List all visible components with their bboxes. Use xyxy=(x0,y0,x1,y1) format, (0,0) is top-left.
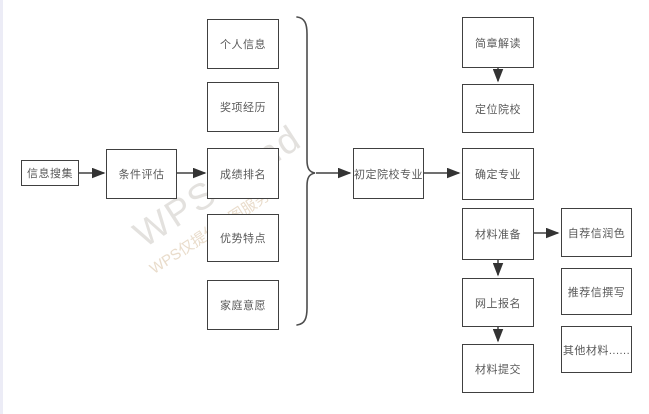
node-recommendation-writing[interactable]: 推荐信撰写 xyxy=(561,268,632,315)
node-condition-evaluation[interactable]: 条件评估 xyxy=(106,149,177,199)
node-preliminary-school-major[interactable]: 初定院校专业 xyxy=(353,148,424,199)
node-online-registration[interactable]: 网上报名 xyxy=(462,278,534,327)
node-label: 其他材料...... xyxy=(562,344,631,357)
node-school-positioning[interactable]: 定位院校 xyxy=(462,84,534,133)
node-info-gathering[interactable]: 信息搜集 xyxy=(21,160,79,186)
node-label: 信息搜集 xyxy=(27,168,73,180)
node-label: 初定院校专业 xyxy=(354,168,423,181)
node-brochure-reading[interactable]: 简章解读 xyxy=(462,17,534,68)
canvas-left-edge xyxy=(0,0,3,414)
node-label: 优势特点 xyxy=(220,233,266,245)
node-label: 家庭意愿 xyxy=(220,300,266,312)
node-label: 个人信息 xyxy=(220,39,266,51)
node-label: 奖项经历 xyxy=(220,102,266,114)
grouping-brace xyxy=(296,16,316,326)
node-strengths[interactable]: 优势特点 xyxy=(207,214,279,262)
node-other-materials[interactable]: 其他材料...... xyxy=(561,326,632,373)
node-personal-info[interactable]: 个人信息 xyxy=(207,19,279,69)
node-label: 成绩排名 xyxy=(220,168,266,181)
node-family-wishes[interactable]: 家庭意愿 xyxy=(207,280,279,330)
node-material-preparation[interactable]: 材料准备 xyxy=(462,208,534,260)
node-label: 材料准备 xyxy=(475,229,521,241)
node-award-experience[interactable]: 奖项经历 xyxy=(207,82,279,132)
node-material-submission[interactable]: 材料提交 xyxy=(462,344,534,393)
node-major-confirmation[interactable]: 确定专业 xyxy=(462,148,534,200)
node-self-recommendation-polish[interactable]: 自荐信润色 xyxy=(561,208,632,257)
node-label: 条件评估 xyxy=(118,169,165,181)
node-label: 材料提交 xyxy=(475,363,521,376)
node-label: 确定专业 xyxy=(475,169,521,181)
node-label: 定位院校 xyxy=(475,103,521,116)
node-label: 网上报名 xyxy=(475,297,521,310)
node-grade-ranking[interactable]: 成绩排名 xyxy=(207,148,279,199)
node-label: 自荐信润色 xyxy=(567,227,626,240)
node-label: 简章解读 xyxy=(475,37,521,50)
node-label: 推荐信撰写 xyxy=(567,286,626,299)
